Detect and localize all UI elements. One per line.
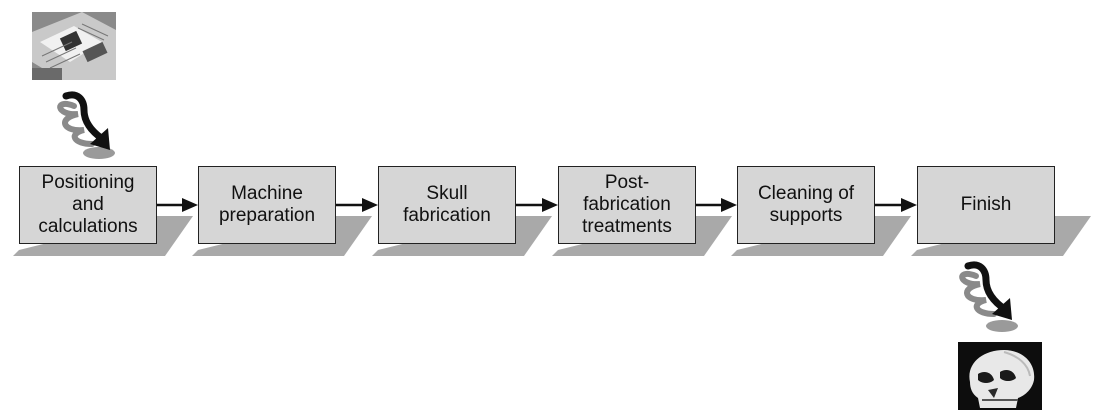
curved-arrow-icon [57, 91, 115, 159]
process-step-box: Positioning and calculations [19, 166, 157, 244]
process-step-label: Positioning and calculations [38, 172, 138, 237]
cad-printout-image [32, 12, 116, 80]
process-step-label: Skull fabrication [403, 183, 491, 226]
connector-arrow-icon [336, 198, 378, 212]
skull-model-image [958, 342, 1042, 410]
skull-model-thumbnail [958, 342, 1042, 410]
curved-arrow-icon [959, 261, 1018, 332]
process-step-label: Finish [960, 194, 1012, 215]
cad-printout-thumbnail [32, 12, 116, 80]
connector-arrow-icon [696, 198, 737, 212]
process-step-box: Cleaning of supports [737, 166, 875, 244]
process-step-label: Machine preparation [218, 183, 316, 226]
process-step-box: Finish [917, 166, 1055, 244]
connector-arrow-icon [516, 198, 558, 212]
connector-arrow-icon [875, 198, 917, 212]
process-step-label: Post- fabrication treatments [582, 172, 672, 237]
process-step-box: Skull fabrication [378, 166, 516, 244]
connector-arrow-icon [157, 198, 198, 212]
process-step-label: Cleaning of supports [757, 183, 855, 226]
process-step-box: Post- fabrication treatments [558, 166, 696, 244]
process-step-box: Machine preparation [198, 166, 336, 244]
